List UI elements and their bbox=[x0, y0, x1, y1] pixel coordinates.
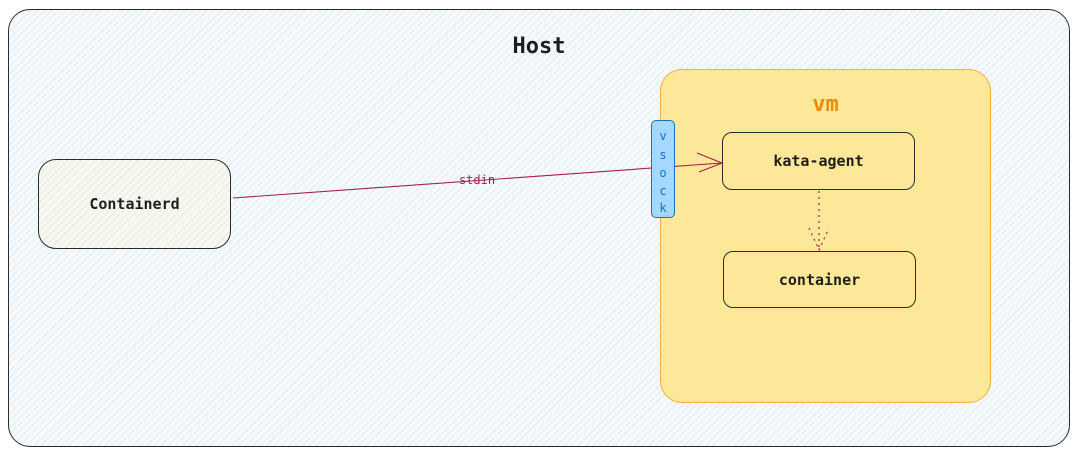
containerd-box: Containerd bbox=[38, 159, 231, 249]
stdin-label: stdin bbox=[458, 173, 496, 187]
host-title: Host bbox=[512, 34, 566, 59]
container-box: container bbox=[723, 251, 916, 308]
containerd-label: Containerd bbox=[89, 195, 180, 213]
vsock-letter: c bbox=[659, 184, 667, 198]
kata-agent-label: kata-agent bbox=[773, 152, 864, 170]
vm-box bbox=[660, 69, 991, 403]
vsock-letter: v bbox=[659, 129, 667, 143]
kata-agent-box: kata-agent bbox=[722, 132, 915, 190]
vsock-letter: s bbox=[659, 148, 667, 162]
vsock-letter: k bbox=[659, 201, 667, 215]
vsock-letter: o bbox=[659, 166, 667, 180]
container-label: container bbox=[778, 270, 861, 289]
vsock-box: v s o c k bbox=[651, 120, 675, 218]
vm-title: vm bbox=[812, 92, 839, 117]
